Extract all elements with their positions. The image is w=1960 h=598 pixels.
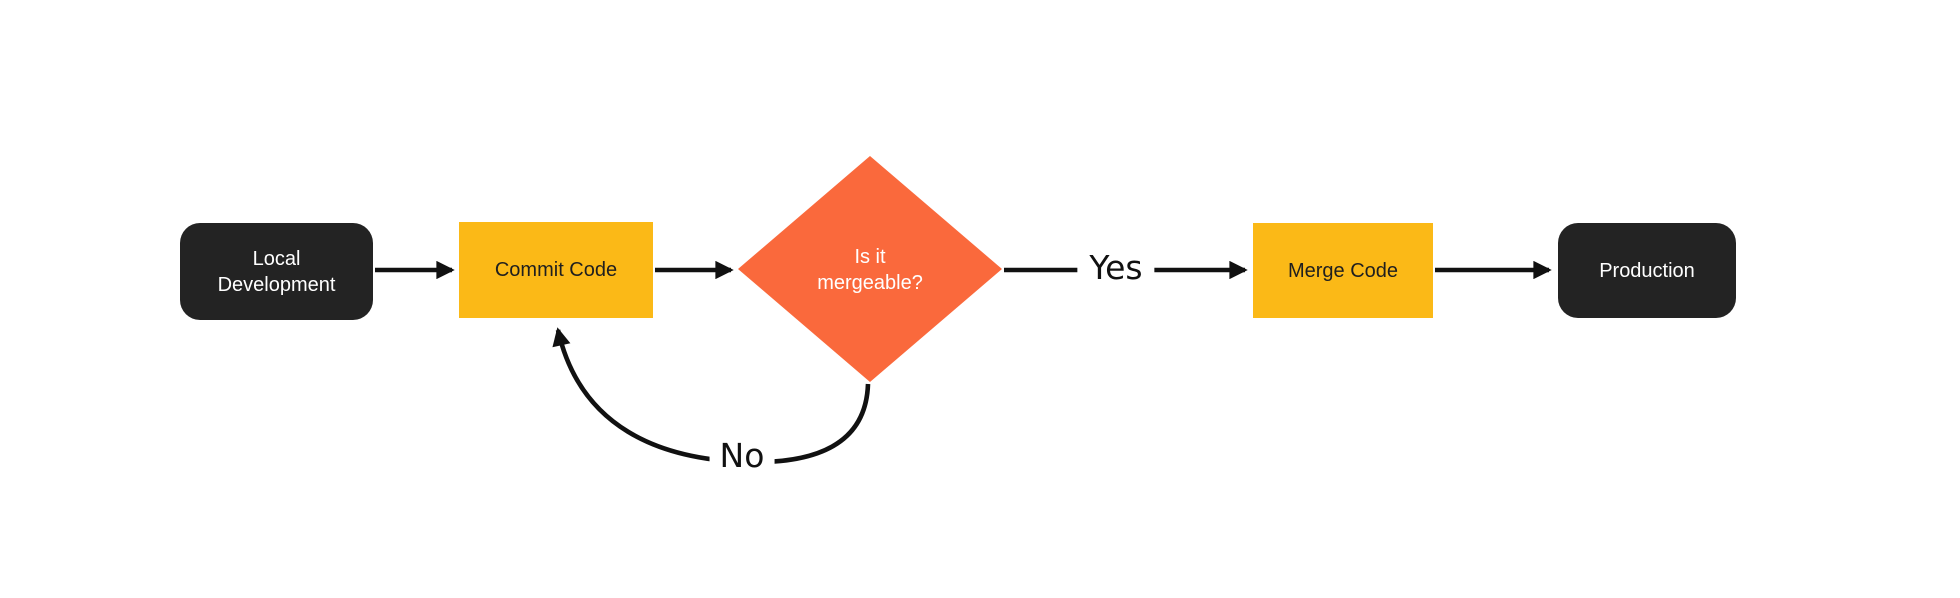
edge-label-yes: Yes: [1077, 248, 1155, 288]
edge-label-no: No: [709, 436, 775, 476]
node-label: Production: [1599, 259, 1695, 282]
decision-diamond-shape: [738, 156, 1002, 382]
node-local-development: Local Development: [180, 223, 373, 320]
node-commit-code: Commit Code: [459, 222, 653, 318]
node-label: Commit Code: [494, 259, 618, 281]
node-merge-code: Merge Code: [1253, 223, 1433, 318]
node-label: Local Development: [217, 247, 336, 296]
node-production: Production: [1558, 223, 1736, 318]
node-label: Merge Code: [1287, 259, 1399, 282]
node-is-it-mergeable: Is it mergeable?: [790, 233, 950, 307]
node-label: Is it mergeable?: [817, 246, 923, 294]
